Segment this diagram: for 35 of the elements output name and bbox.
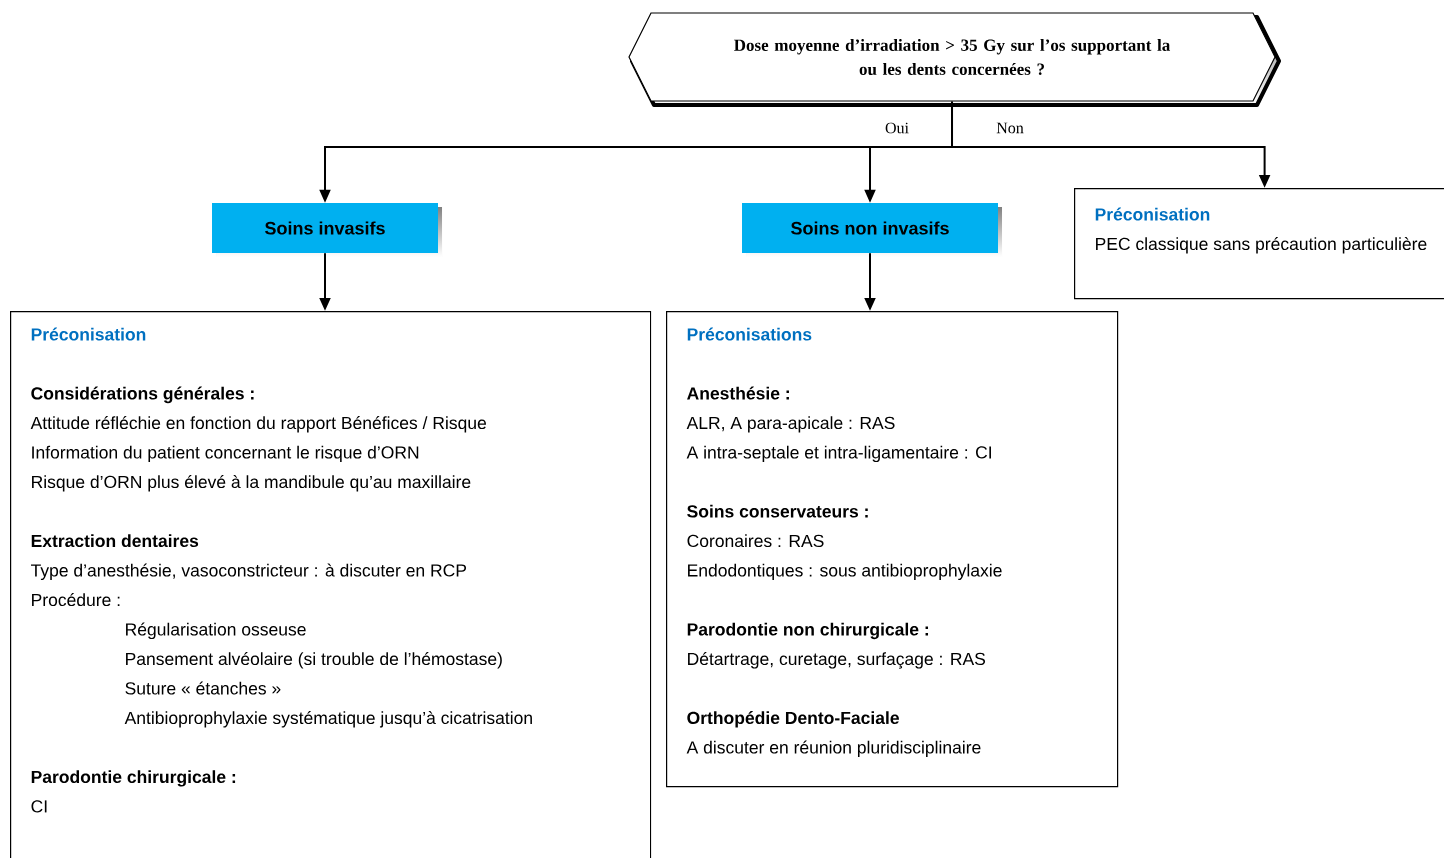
text-line: PEC classique sans précaution particulière bbox=[1096, 237, 1427, 254]
list-item: Suture « étanches » bbox=[125, 681, 281, 695]
recommendation-box bbox=[666, 311, 1119, 788]
recommendation-box bbox=[10, 311, 652, 858]
box-heading: Préconisations bbox=[687, 327, 812, 341]
text-line: Coronaires : RAS bbox=[687, 534, 824, 548]
decision-hexagon: Dose moyenne d’irradiation > 35 Gy sur l’os supportant la ou les dents concernées ? bbox=[628, 12, 1281, 107]
recommendation-box bbox=[1074, 188, 1444, 300]
box-heading: Préconisation bbox=[1095, 207, 1210, 221]
edge-label: Oui bbox=[883, 120, 911, 136]
text-line: Information du patient concernant le risque d’ORN bbox=[32, 445, 419, 463]
text-line: Type d’anesthésie, vasoconstricteur : à discuter en RCP bbox=[31, 563, 467, 581]
list-item: Régularisation osseuse bbox=[126, 622, 306, 640]
text-line: Risque d’ORN plus élevé à la mandibule qu’au maxillaire bbox=[32, 475, 471, 492]
text-line: Endodontiques : sous antibioprophylaxie bbox=[688, 563, 1002, 581]
section-heading: Soins conservateurs : bbox=[687, 504, 868, 518]
text-line: Détartrage, curetage, surfaçage : RAS bbox=[688, 652, 986, 669]
text-line: Procédure : bbox=[32, 593, 120, 607]
category-box: Soins non invasifs bbox=[742, 203, 1002, 257]
edge-label: Non bbox=[994, 120, 1026, 136]
section-heading: Anesthésie : bbox=[687, 386, 789, 400]
list-item: Pansement alvéolaire (si trouble de l’hémostase) bbox=[126, 652, 502, 669]
text-line: Attitude réfléchie en fonction du rapport Bénéfices / Risque bbox=[30, 416, 486, 433]
section-heading: Parodontie chirurgicale : bbox=[31, 770, 236, 787]
list-item: Antibioprophylaxie systématique jusqu’à cicatrisation bbox=[124, 711, 532, 728]
box-heading: Préconisation bbox=[31, 327, 146, 341]
section-heading: Parodontie non chirurgicale : bbox=[687, 622, 928, 640]
category-box: Soins invasifs bbox=[212, 203, 442, 257]
section-heading: Orthopédie Dento-Faciale bbox=[687, 711, 899, 728]
text-line: CI bbox=[31, 800, 47, 813]
text-line: A discuter en réunion pluridisciplinaire bbox=[686, 740, 981, 758]
text-line: ALR, A para-apicale : RAS bbox=[686, 416, 895, 433]
text-line: A intra-septale et intra-ligamentaire : CI bbox=[686, 445, 991, 463]
section-heading: Considérations générales : bbox=[31, 386, 254, 404]
section-heading: Extraction dentaires bbox=[31, 534, 199, 548]
